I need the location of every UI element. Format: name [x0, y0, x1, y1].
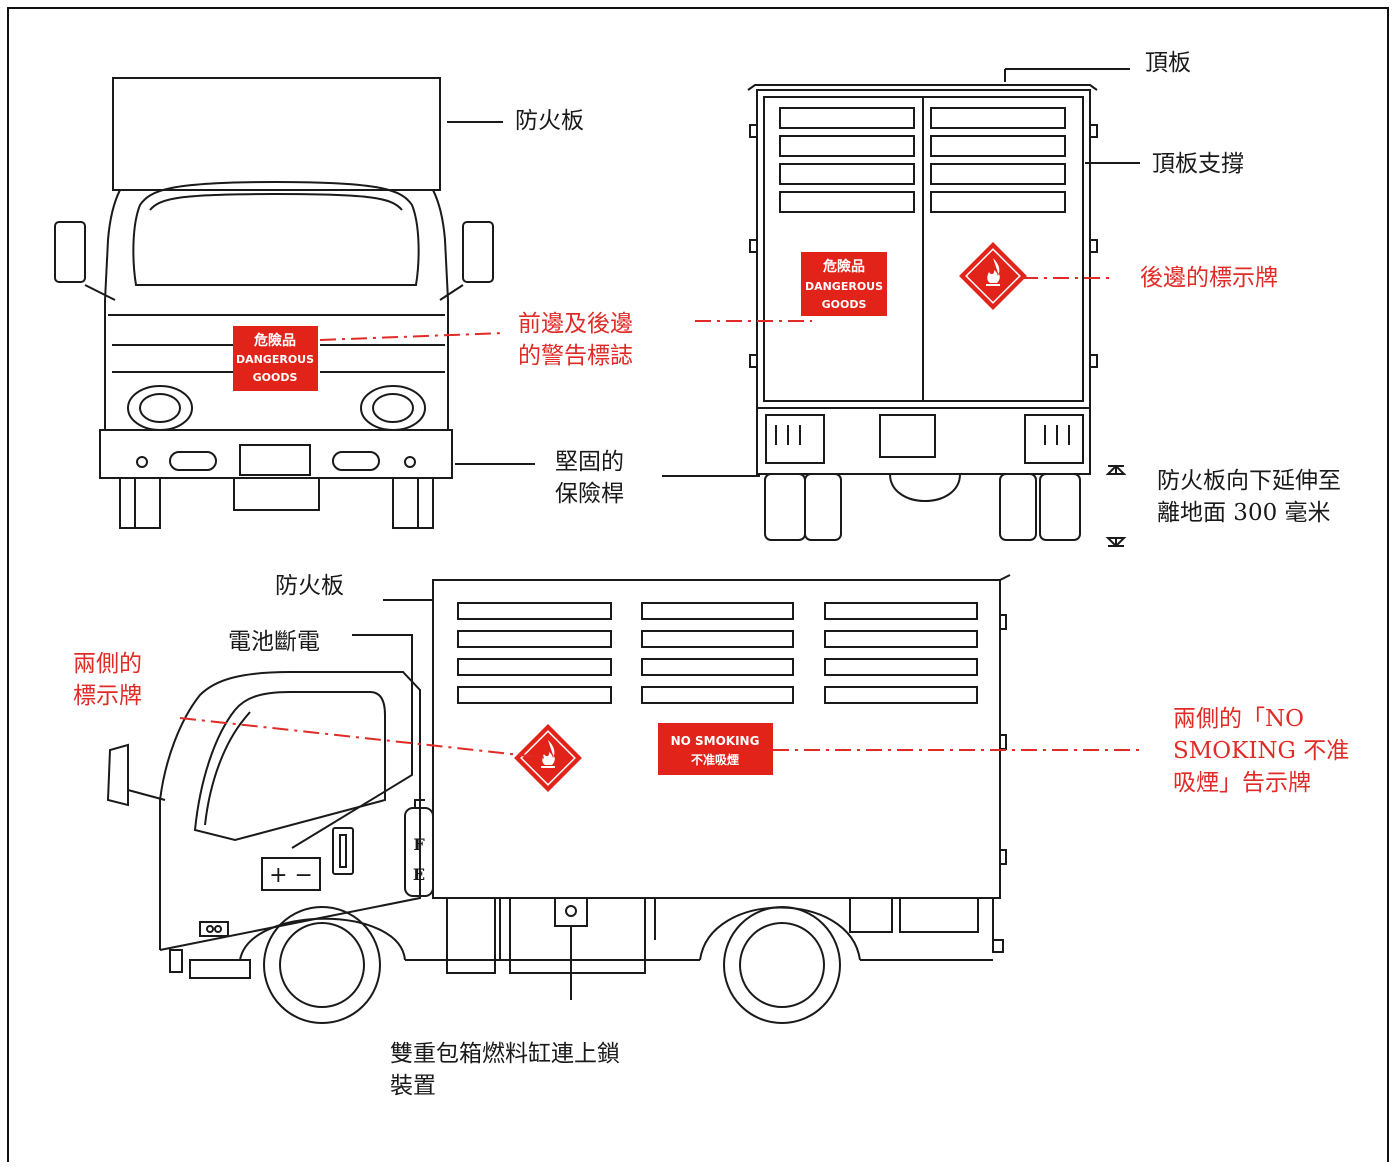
sign-text: 危險品: [253, 332, 296, 349]
flame-diamond-icon: [958, 241, 1028, 311]
front-wheel: [263, 906, 381, 1024]
battery-symbol-text: + −: [269, 863, 313, 888]
sign-text: GOODS: [253, 371, 298, 384]
right-headlight: [360, 385, 426, 431]
battery-cutoff-label: 電池斷電: [228, 629, 320, 655]
sign-text: 危險品: [822, 258, 865, 275]
rear-chassis: [756, 407, 1091, 475]
front-bumper: [99, 429, 453, 479]
right-mirror: [462, 221, 494, 283]
roof-support-label: 頂板支撐: [1152, 151, 1244, 177]
roof-panel-label: 頂板: [1145, 50, 1191, 76]
battery-box: [261, 857, 321, 891]
fuel-tank: [509, 897, 646, 974]
front-license-plate: [239, 444, 311, 476]
sign-text: NO SMOKING: [671, 734, 760, 748]
side-placard-label: 兩側的 標示牌: [73, 651, 142, 709]
rear-dangerous-goods-sign: 危險品 DANGEROUS GOODS: [801, 252, 887, 316]
rear-wheel-arch: [699, 906, 861, 961]
side-firewall-label: 防火板: [275, 573, 344, 599]
fire-extinguisher: [404, 807, 434, 897]
rear-roof-panel: [747, 84, 1098, 91]
truck-side-view: [106, 574, 1011, 1024]
rear-license-plate: [879, 414, 936, 458]
front-wheel-arch: [239, 917, 406, 961]
sign-text: 不准吸煙: [691, 752, 739, 767]
red-callout-lines: [179, 277, 1145, 759]
side-window: [193, 691, 386, 842]
fuel-tank-label: 雙重包箱燃料缸連上鎖 裝置: [390, 1041, 620, 1099]
flame-diamond-icon: [513, 723, 583, 793]
front-cargo-box: [112, 77, 441, 191]
front-firewall-label: 防火板: [515, 108, 584, 134]
battery-symbol: + −: [269, 863, 313, 888]
side-light: [199, 921, 229, 937]
truck-rear-view: [747, 84, 1098, 541]
rear-placard-label: 後邊的標示牌: [1140, 265, 1278, 291]
rear-wheel: [723, 906, 841, 1024]
truck-front-view: [54, 77, 494, 529]
extinguisher-letter: F: [413, 835, 425, 854]
sign-text: DANGEROUS: [805, 280, 883, 293]
no-smoking-notice-label: 兩側的「NO SMOKING 不准 吸煙」告示牌: [1173, 706, 1350, 796]
leader-lines: [291, 68, 1140, 1000]
no-smoking-sign: NO SMOKING 不准吸煙: [658, 723, 773, 775]
front-back-warning-label: 前邊及後邊 的警告標誌: [518, 311, 633, 369]
left-mirror: [54, 221, 86, 283]
front-windshield: [132, 180, 420, 286]
side-mirror: [106, 743, 129, 807]
diagram-frame: [7, 7, 1389, 1166]
door-handle: [332, 827, 354, 875]
firewall-extend-label: 防火板向下延伸至 離地面 300 毫米: [1157, 468, 1341, 526]
sign-text: DANGEROUS: [236, 353, 314, 366]
extinguisher-letter: E: [413, 865, 425, 884]
side-cab: [159, 671, 421, 951]
sturdy-bumper-label: 堅固的 保險桿: [555, 449, 624, 507]
sign-text: GOODS: [822, 298, 867, 311]
left-headlight: [127, 385, 193, 431]
rear-right-light: [1024, 414, 1084, 464]
rear-left-light: [765, 414, 825, 464]
extinguisher-label: F E: [413, 835, 425, 884]
front-dangerous-goods-sign: 危險品 DANGEROUS GOODS: [233, 326, 318, 391]
